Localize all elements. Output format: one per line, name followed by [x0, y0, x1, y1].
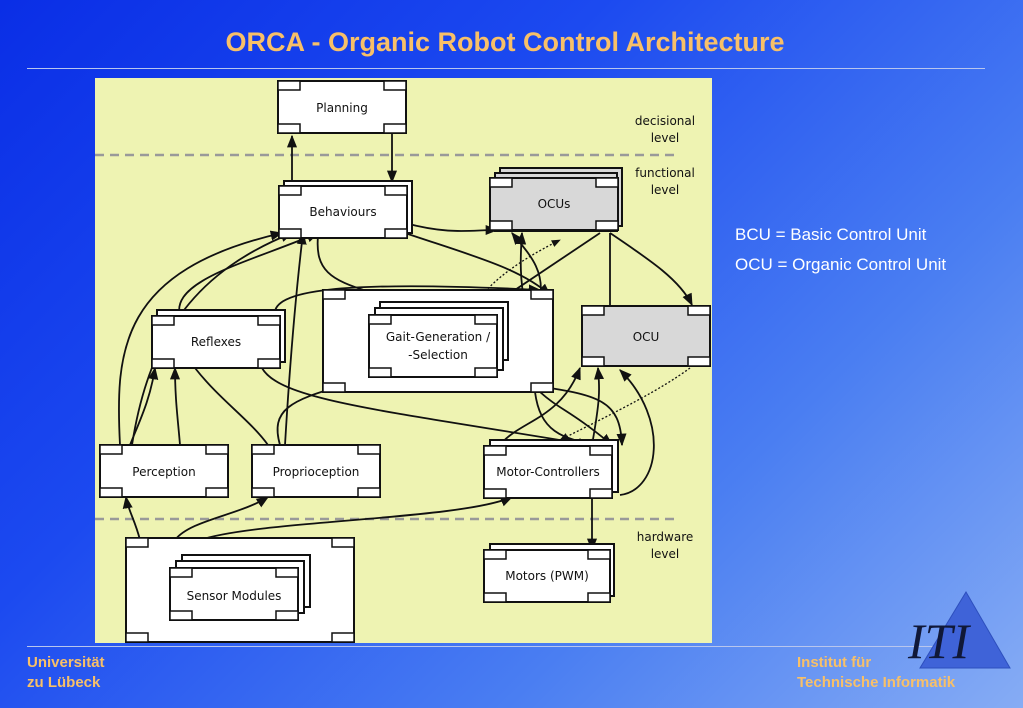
sensor-modules-node: Sensor Modules	[169, 554, 311, 621]
behaviours-label: Behaviours	[309, 205, 376, 219]
motor-controllers-label: Motor-Controllers	[496, 465, 600, 479]
motors-label: Motors (PWM)	[505, 569, 589, 583]
proprioception-node: Proprioception	[251, 444, 381, 498]
ocus-node: OCUs	[489, 167, 623, 232]
level-label-hardware: hardware	[637, 530, 694, 544]
gait-generation-node: Gait-Generation / -Selection	[368, 301, 509, 378]
ocu-node: OCU	[581, 305, 711, 367]
planning-label: Planning	[316, 101, 368, 115]
motors-node: Motors (PWM)	[483, 543, 615, 603]
motor-controllers-node: Motor-Controllers	[483, 439, 619, 499]
footer-university: Universität zu Lübeck	[27, 653, 105, 693]
perception-node: Perception	[99, 444, 229, 498]
level-label-functional: functional	[635, 166, 695, 180]
ocu-label: OCU	[633, 330, 660, 344]
iti-logo-text: ITI	[907, 613, 971, 669]
perception-label: Perception	[132, 465, 195, 479]
level-label-hardware: level	[651, 547, 680, 561]
footer-institute-line2: Technische Informatik	[797, 674, 956, 691]
gait-label-line1: Gait-Generation /	[386, 330, 491, 344]
ocus-label: OCUs	[538, 197, 571, 211]
footer-institute-line1: Institut für	[797, 654, 872, 671]
proprioception-label: Proprioception	[273, 465, 360, 479]
iti-logo: ITI	[907, 591, 1011, 669]
footer-university-line1: Universität	[27, 654, 105, 671]
footer-divider	[27, 646, 985, 647]
level-label-decisional: decisional	[635, 114, 695, 128]
planning-node: Planning	[277, 80, 407, 134]
slide-title: ORCA - Organic Robot Control Architectur…	[225, 27, 785, 57]
reflexes-node: Reflexes	[151, 309, 286, 369]
sensor-modules-label: Sensor Modules	[187, 589, 282, 603]
legend-bcu: BCU = Basic Control Unit	[735, 225, 927, 244]
legend-ocu: OCU = Organic Control Unit	[735, 255, 947, 274]
reflexes-label: Reflexes	[191, 335, 241, 349]
level-label-functional: level	[651, 183, 680, 197]
gait-label-line2: -Selection	[408, 348, 468, 362]
footer-institute: Institut für Technische Informatik	[797, 653, 955, 693]
footer-university-line2: zu Lübeck	[27, 674, 101, 691]
title-divider	[27, 68, 985, 69]
level-label-decisional: level	[651, 131, 680, 145]
behaviours-node: Behaviours	[278, 180, 413, 239]
